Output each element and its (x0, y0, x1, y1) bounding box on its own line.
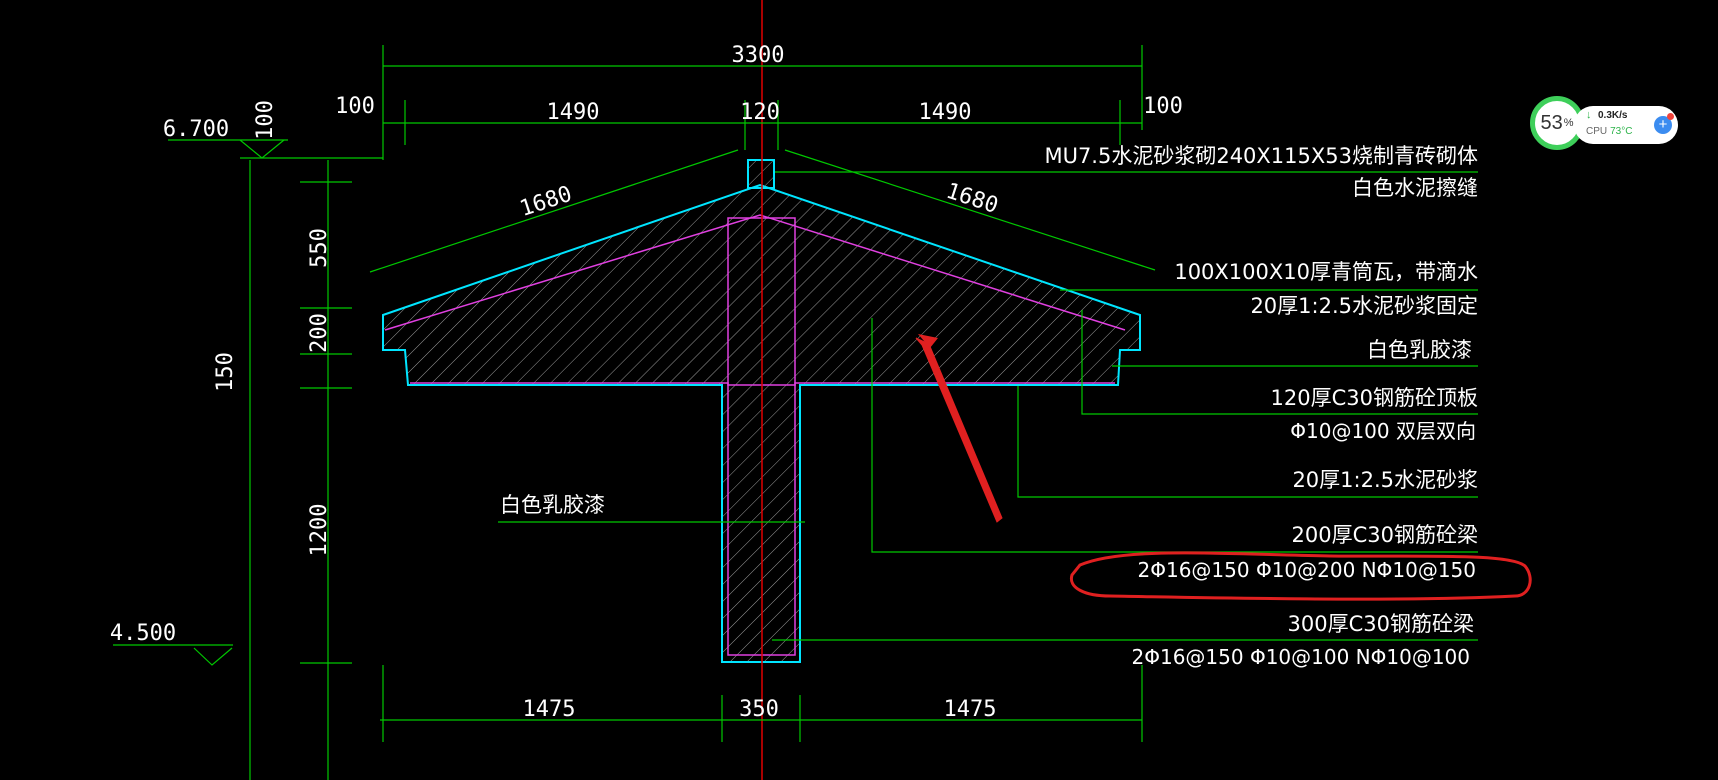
dim-left-overall: 150 (213, 352, 238, 392)
cpu-temp: 73°C (1610, 126, 1633, 137)
note-beam200: 200厚C30钢筋砼梁 (1292, 523, 1478, 547)
memory-percent: 53 (1540, 111, 1563, 134)
markup-annotations (915, 334, 1532, 601)
markup-highlight-ellipse (1069, 551, 1532, 601)
net-speed: 0.3K/s (1598, 110, 1628, 121)
level-marker-top (239, 139, 285, 159)
dim-level-tag: 100 (253, 100, 278, 140)
leader-lines (498, 171, 1478, 641)
dim-right-slope: 1680 (943, 179, 1001, 219)
dim-overall-top: 3300 (732, 43, 785, 68)
note-brick: MU7.5水泥砂浆砌240X115X53烧制青砖砌体 (1044, 144, 1478, 168)
memory-percent-unit: % (1563, 117, 1574, 129)
note-slab: 120厚C30钢筋砼顶板 (1271, 386, 1478, 410)
level-marker-bottom (193, 647, 233, 666)
level-bottom-value: 4.500 (110, 621, 176, 646)
note-plaster: 20厚1:2.5水泥砂浆 (1292, 468, 1478, 492)
note-slab-rebar: Φ10@100 双层双向 (1290, 419, 1476, 443)
dim-left-slope: 1680 (517, 182, 575, 222)
dim-right-margin: 100 (1143, 94, 1183, 119)
dim-left-span: 1490 (547, 100, 600, 125)
plus-icon[interactable]: + (1654, 116, 1672, 134)
dim-center-top: 120 (740, 100, 780, 125)
ridge-cap (747, 159, 775, 189)
note-latex-right: 白色乳胶漆 (1367, 338, 1472, 362)
markup-arrow-head (918, 334, 938, 348)
note-beam300-rebar: 2Φ16@150 Φ10@100 NΦ10@100 (1132, 645, 1471, 669)
dim-left-550: 550 (307, 228, 332, 268)
notification-dot-icon (1667, 113, 1674, 120)
note-beam300: 300厚C30钢筋砼梁 (1288, 612, 1474, 636)
level-markers (193, 139, 285, 666)
note-tile-mortar: 20厚1:2.5水泥砂浆固定 (1250, 294, 1478, 318)
dim-bottom-right: 1475 (944, 697, 997, 722)
markup-arrow (915, 337, 1003, 523)
note-tile: 100X100X10厚青筒瓦，带滴水 (1174, 260, 1478, 284)
dim-bottom-center: 350 (739, 697, 779, 722)
slab-inner-line (384, 214, 1126, 331)
dimension-lines (113, 45, 1156, 780)
note-latex-left: 白色乳胶漆 (500, 493, 605, 517)
download-arrow-icon: ↓ (1586, 109, 1592, 121)
note-joint: 白色水泥擦缝 (1352, 176, 1478, 200)
column-inner (727, 217, 796, 386)
level-top-value: 6.700 (163, 117, 229, 142)
cpu-label: CPU (1586, 126, 1608, 137)
note-beam200-rebar: 2Φ16@150 Φ10@200 NΦ10@150 (1138, 558, 1477, 582)
dim-bottom-left: 1475 (523, 697, 576, 722)
dim-left-1200: 1200 (307, 504, 332, 557)
dim-left-200: 200 (307, 313, 332, 353)
dim-right-span: 1490 (919, 100, 972, 125)
dim-left-margin: 100 (335, 94, 375, 119)
